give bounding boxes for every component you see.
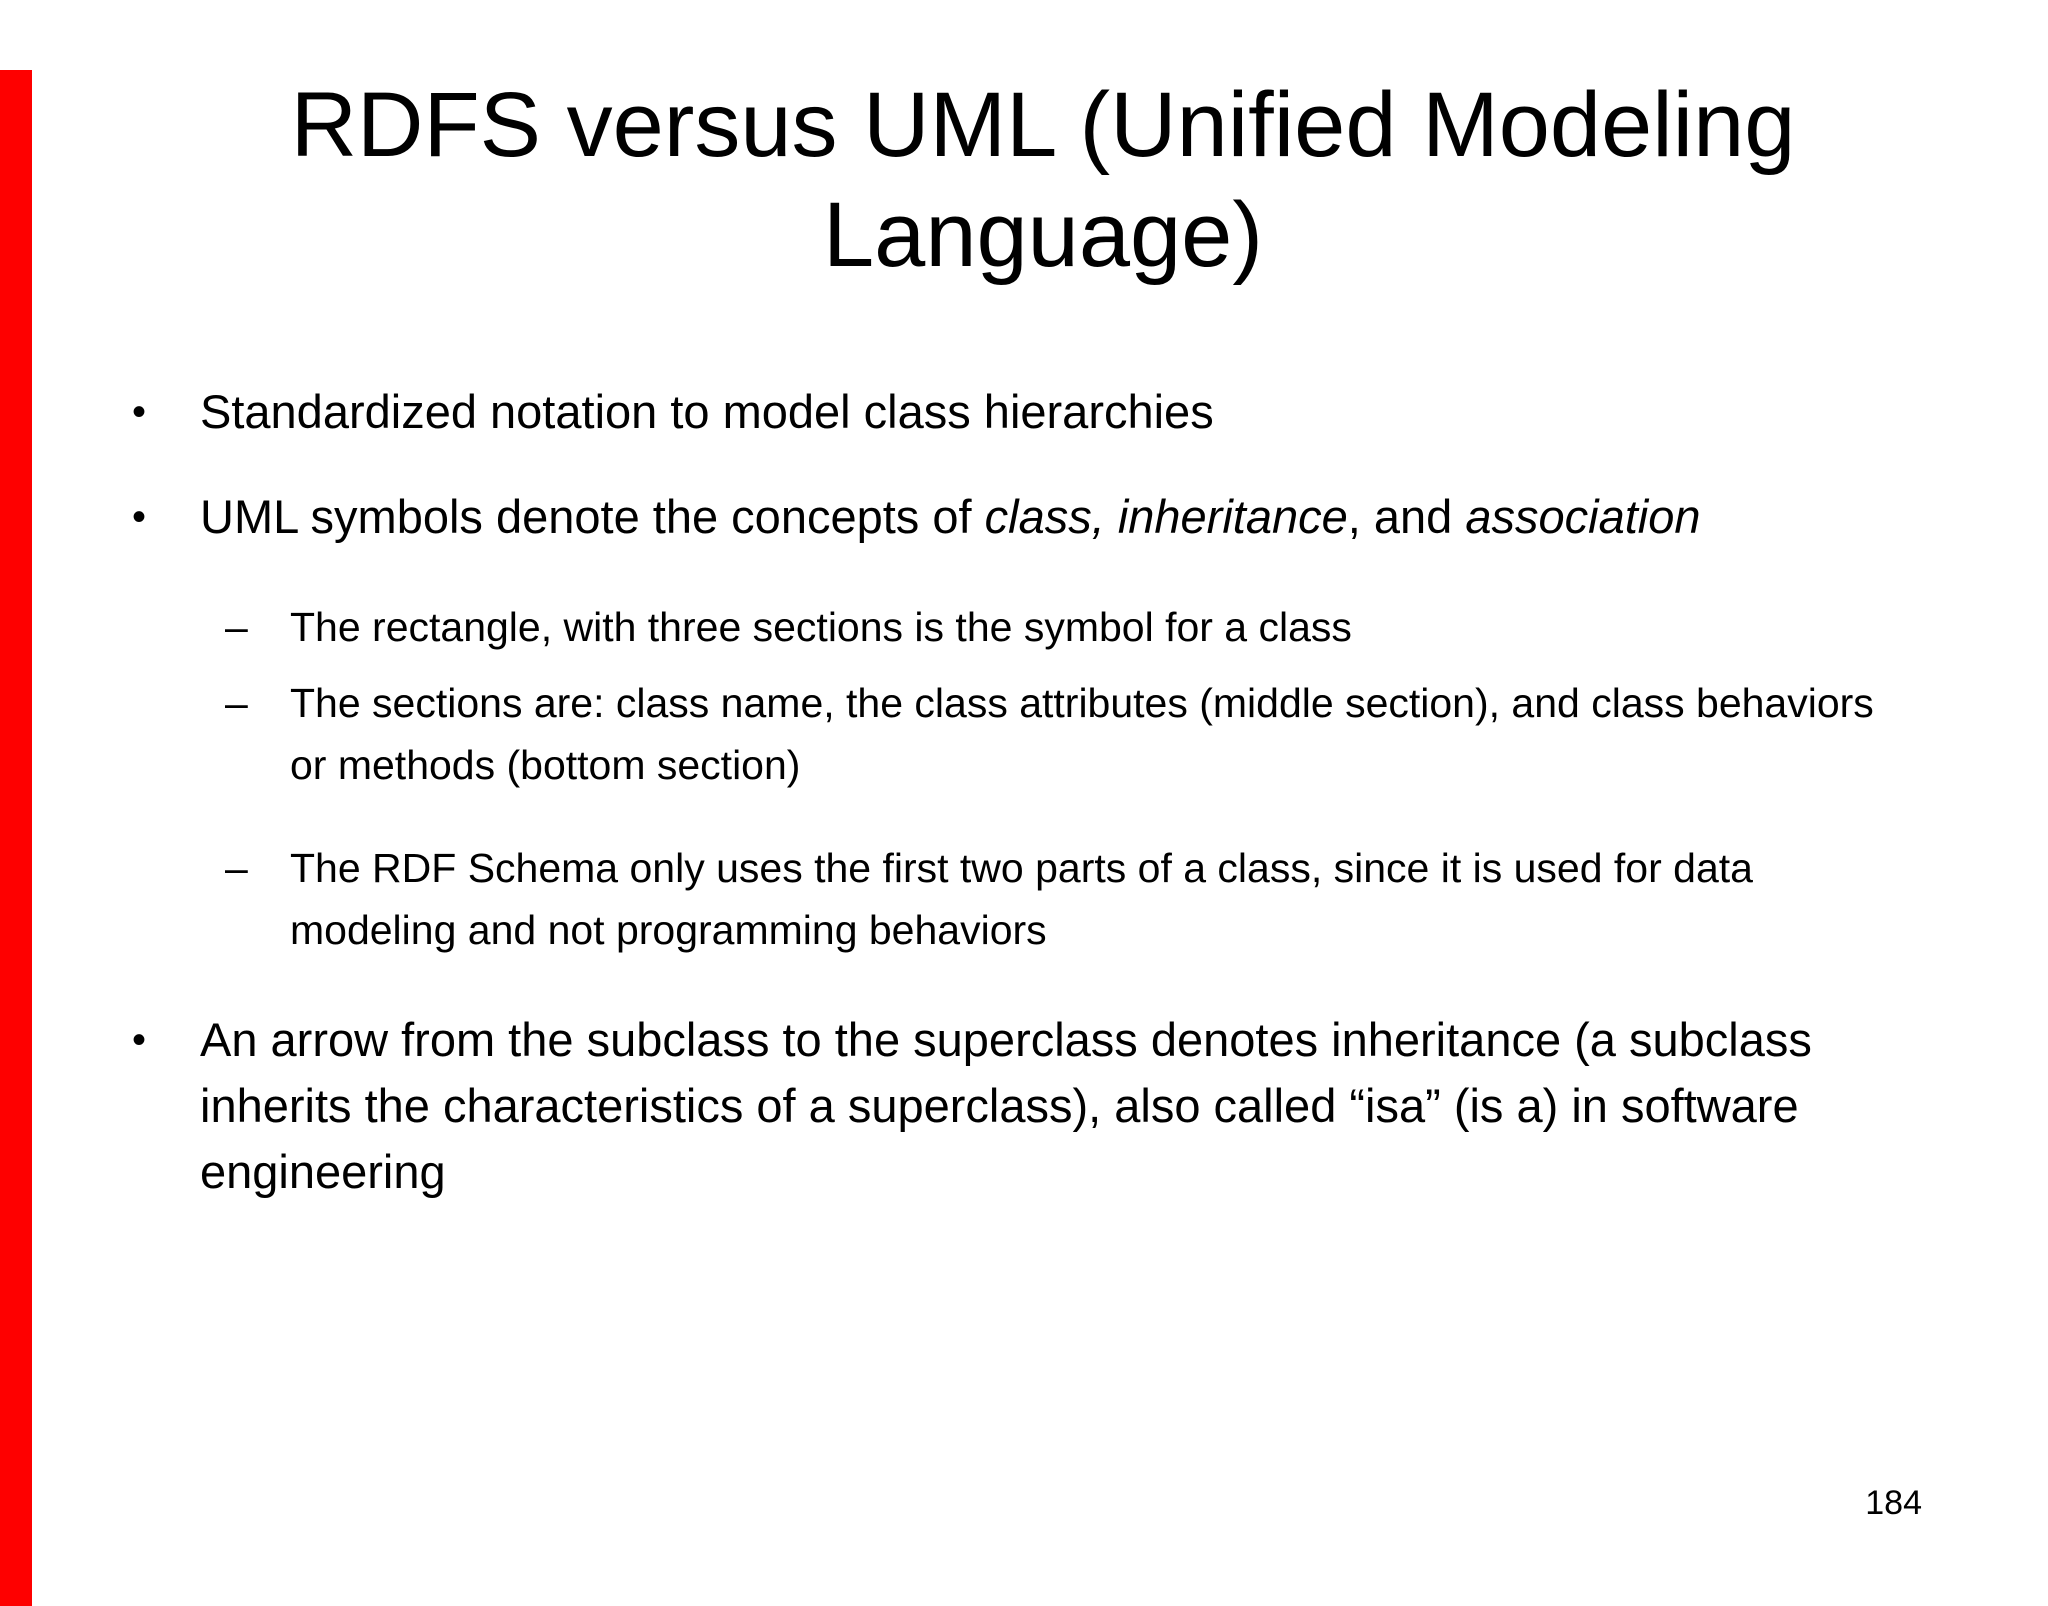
bullet-item-1: • Standardized notation to model class h… bbox=[132, 379, 1888, 445]
bullet-text: An arrow from the subclass to the superc… bbox=[200, 1013, 1812, 1198]
slide-title: RDFS versus UML (Unified Modeling Langua… bbox=[290, 74, 1796, 286]
bullet-icon: • bbox=[132, 1018, 147, 1062]
bullet-icon: • bbox=[132, 390, 147, 434]
sub-bullet-text: The sections are: class name, the class … bbox=[290, 680, 1874, 788]
page-number: 184 bbox=[1865, 1484, 1922, 1522]
bullet-text-segment-italic: association bbox=[1465, 490, 1701, 543]
bullet-text-segment: UML symbols denote the concepts of bbox=[200, 490, 985, 543]
bullet-icon: • bbox=[132, 495, 147, 539]
slide-body: • Standardized notation to model class h… bbox=[0, 379, 2048, 1205]
left-edge-bar bbox=[0, 70, 32, 1606]
dash-icon: – bbox=[225, 680, 248, 726]
bullet-text-segment-italic: class, inheritance bbox=[984, 490, 1348, 543]
bullet-text: Standardized notation to model class hie… bbox=[200, 385, 1214, 438]
dash-icon: – bbox=[225, 604, 248, 650]
slide: RDFS versus UML (Unified Modeling Langua… bbox=[0, 70, 2048, 1606]
sub-bullet-item-1: – The rectangle, with three sections is … bbox=[225, 596, 1888, 658]
bullet-item-2: • UML symbols denote the concepts of cla… bbox=[132, 484, 1888, 550]
sub-bullet-item-3: – The RDF Schema only uses the first two… bbox=[225, 837, 1888, 961]
sub-bullet-item-2: – The sections are: class name, the clas… bbox=[225, 672, 1888, 796]
bullet-text-segment: , and bbox=[1347, 490, 1466, 543]
bullet-item-3: • An arrow from the subclass to the supe… bbox=[132, 1007, 1888, 1205]
sub-bullet-text: The RDF Schema only uses the first two p… bbox=[290, 845, 1753, 953]
dash-icon: – bbox=[225, 845, 248, 891]
sub-bullet-text: The rectangle, with three sections is th… bbox=[290, 604, 1352, 650]
